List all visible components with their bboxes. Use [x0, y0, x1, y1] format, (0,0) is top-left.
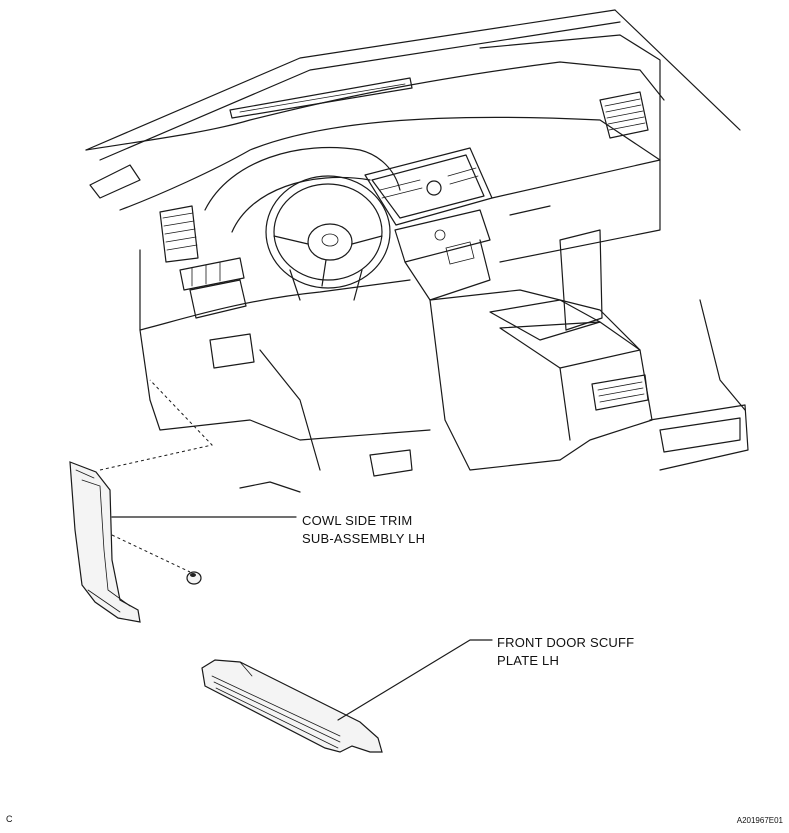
dashboard-top — [85, 34, 665, 211]
cowl-side-trim-part — [69, 461, 141, 623]
scuff-plate-part — [201, 659, 383, 753]
corner-mark-left: C — [6, 814, 13, 824]
figure-code: A201967E01 — [736, 816, 783, 825]
cowl-side-trim-label: COWL SIDE TRIM SUB-ASSEMBLY LH — [302, 512, 425, 548]
clip-dashed-line — [111, 534, 191, 573]
instrument-cluster — [204, 146, 401, 233]
clip-fastener — [186, 571, 202, 585]
cowl-side-trim-label-line1: COWL SIDE TRIM — [302, 513, 413, 528]
steering-wheel — [265, 175, 391, 301]
center-stack — [364, 147, 493, 301]
left-switch-panel — [179, 257, 245, 291]
cowl-side-trim-label-line2: SUB-ASSEMBLY LH — [302, 531, 426, 546]
windshield-outline — [85, 9, 741, 161]
cowl-mount-dashed-line — [99, 379, 213, 471]
glovebox — [491, 159, 661, 331]
lower-dashboard — [139, 249, 411, 401]
floor-area — [149, 299, 749, 493]
scuff-plate-label: FRONT DOOR SCUFF PLATE LH — [497, 634, 634, 670]
right-dash-vent — [599, 91, 649, 139]
scuff-plate-leader — [337, 639, 493, 721]
left-dash-vent — [159, 205, 199, 263]
center-console — [429, 289, 653, 471]
scuff-plate-label-line2: PLATE LH — [497, 653, 560, 668]
scuff-plate-label-line1: FRONT DOOR SCUFF — [497, 635, 635, 650]
